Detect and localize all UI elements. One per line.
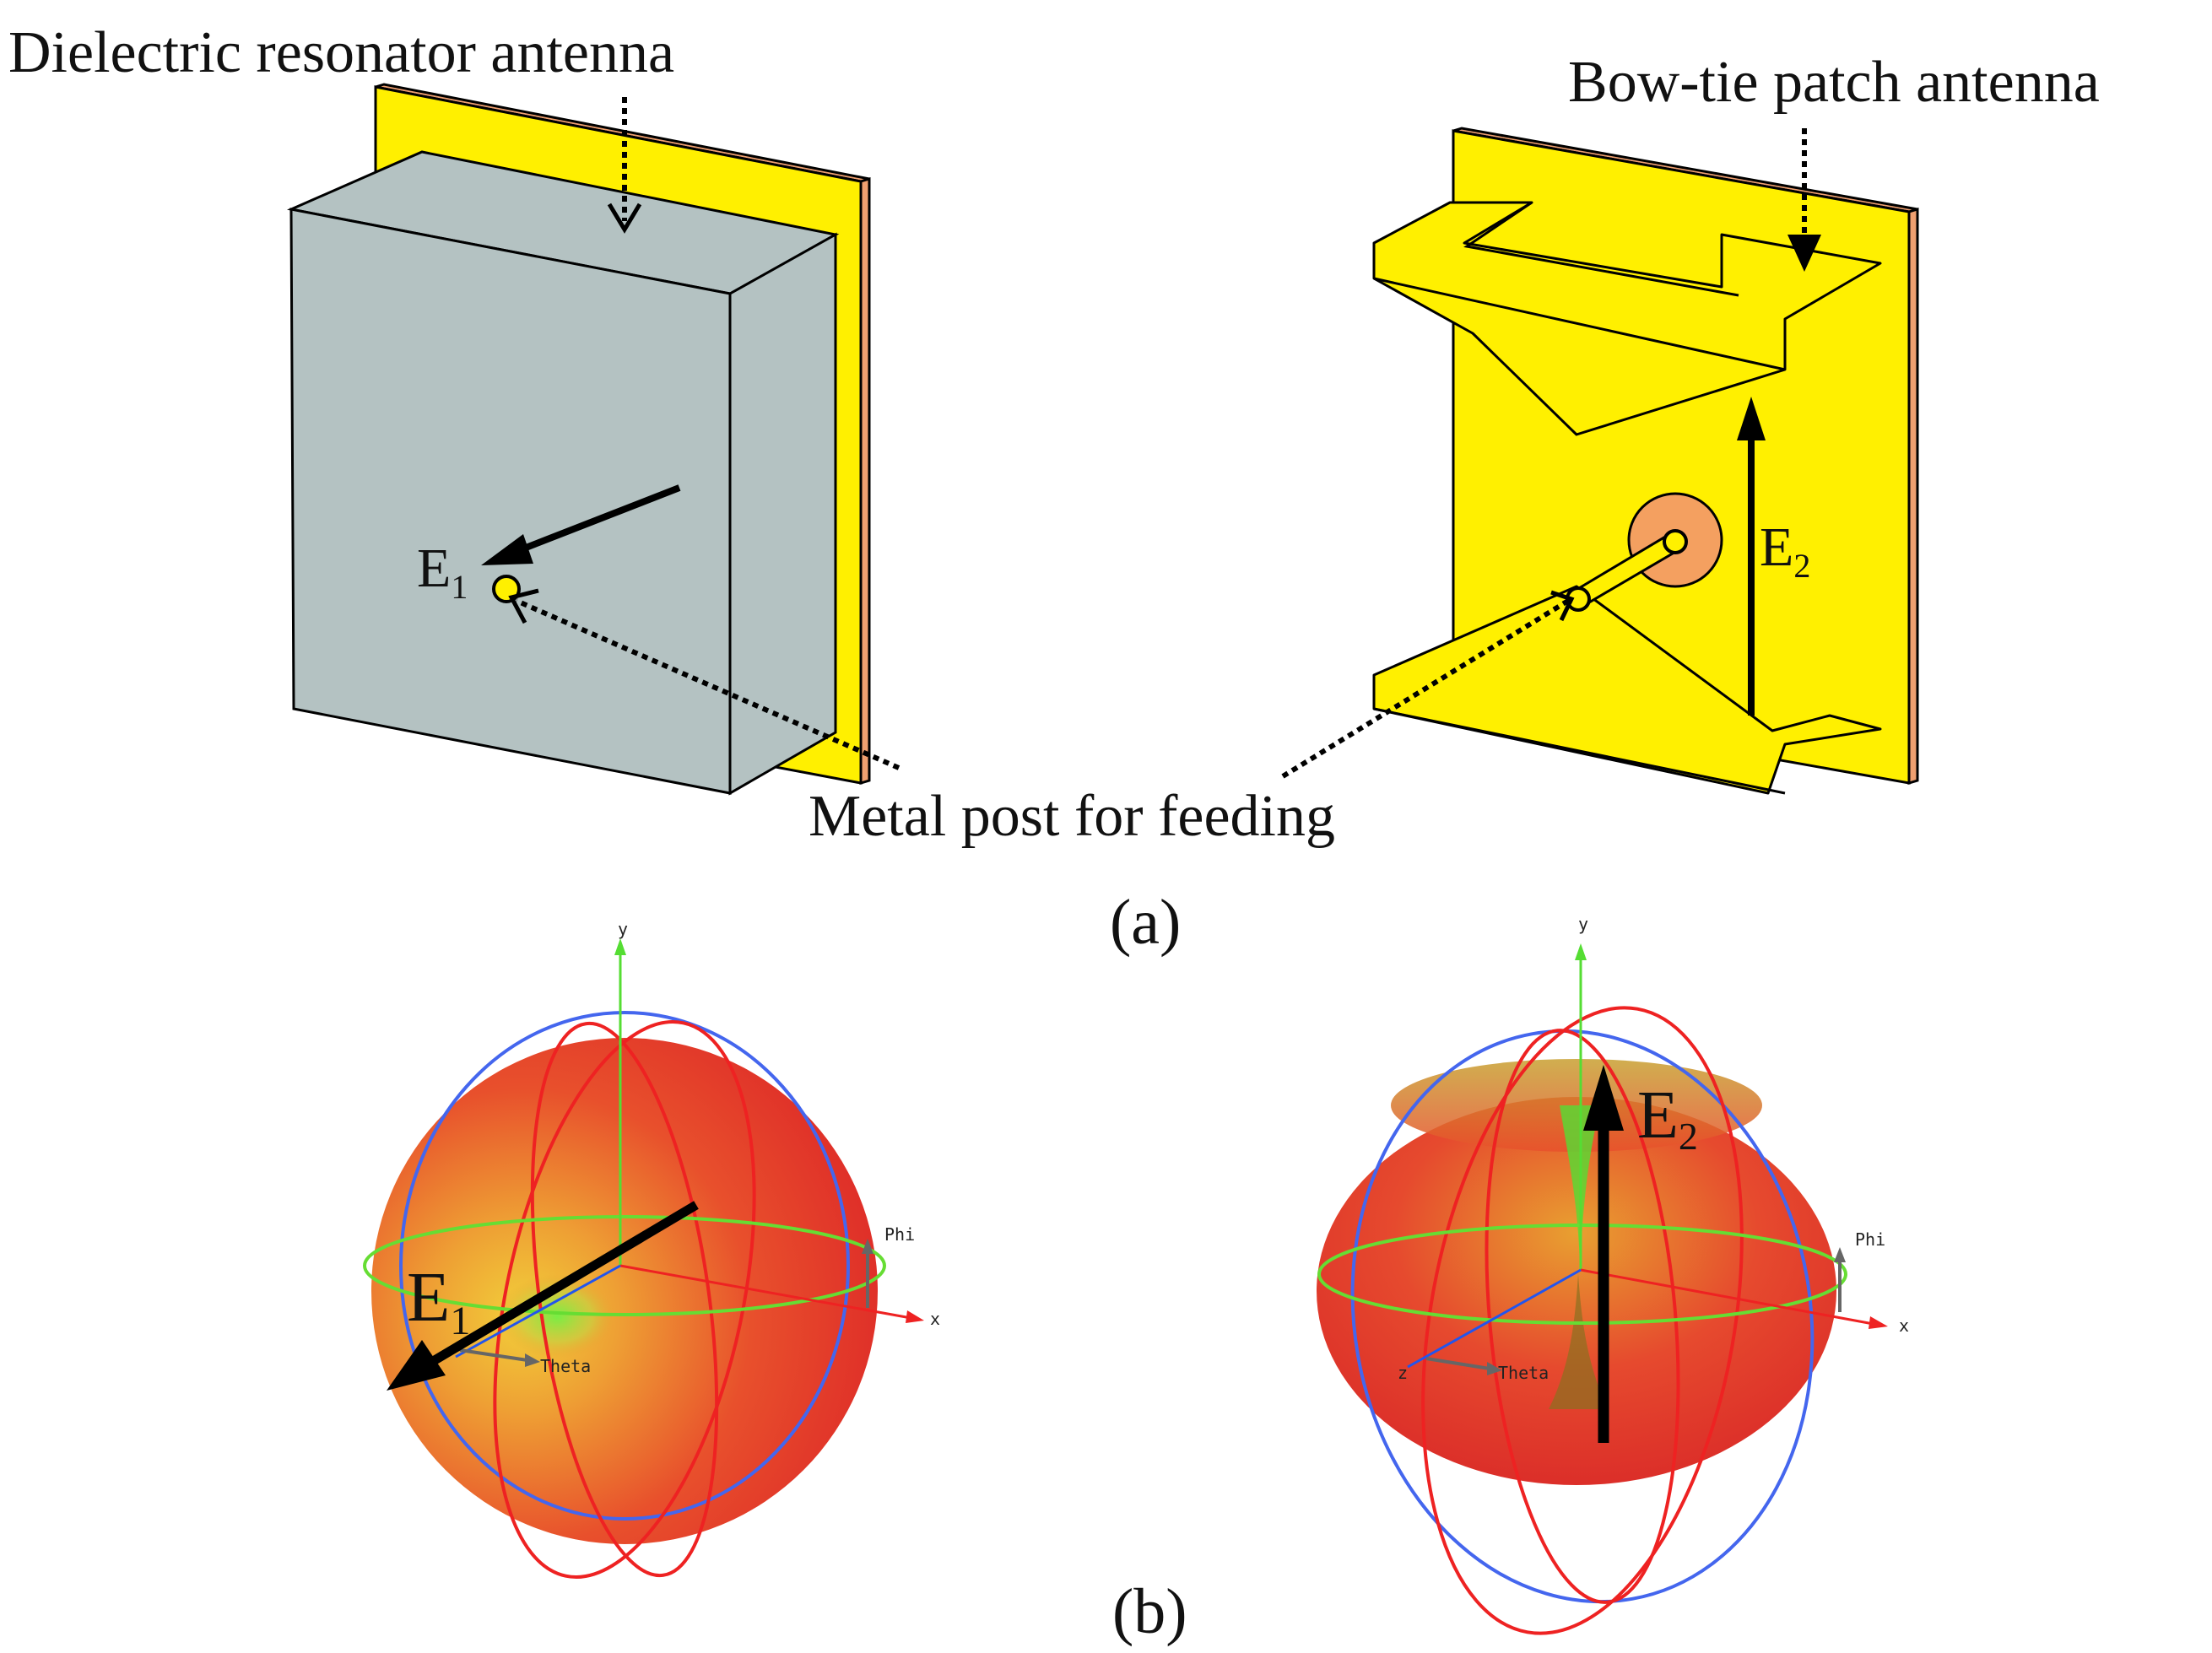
dra-model (286, 83, 900, 796)
post-pointer-right-head (1550, 590, 1575, 622)
bowtie-label: Bow-tie patch antenna (1568, 50, 2100, 115)
e1-label: E1 (417, 537, 468, 606)
pattern-e2-label: E2 (1637, 1078, 1698, 1158)
dra-block-side (728, 232, 837, 796)
dra-pointer-head (607, 203, 642, 234)
bowtie-feed-post (1663, 529, 1688, 554)
post-pointer-right (1281, 598, 1570, 779)
bowtie-axis-x (1580, 1268, 1879, 1326)
pattern-e1-label-base: E (407, 1258, 450, 1337)
bowtie-pointer-head (1787, 235, 1821, 272)
dra-theta-head (525, 1353, 540, 1367)
dra-axis-y-label: y (618, 919, 628, 939)
e2-label-base: E (1760, 516, 1793, 578)
dra-pattern-e1-arrow (428, 1201, 699, 1367)
bowtie-lower-edge (1373, 707, 1786, 795)
e2-arrowhead (1737, 397, 1766, 440)
bowtie-circle-blue (1350, 1029, 1814, 1604)
dra-pattern-core (498, 1274, 616, 1359)
dra-pattern (363, 938, 924, 1579)
caption-b: (b) (1112, 1576, 1187, 1647)
dra-phi-label: Phi (884, 1224, 915, 1245)
e1-label-base: E (417, 537, 451, 599)
dra-phi-head (862, 1239, 873, 1254)
bowtie-theta-label: Theta (1498, 1363, 1549, 1383)
pattern-e1-label: E1 (407, 1258, 470, 1343)
e1-label-sub: 1 (451, 568, 468, 606)
bowtie-pattern-e2-head (1583, 1065, 1624, 1131)
bowtie-circle-red-2 (1485, 1029, 1680, 1604)
dra-circle-green (363, 1215, 886, 1316)
pattern-e2-label-base: E (1637, 1078, 1679, 1153)
dra-axis-x-label: x (930, 1309, 940, 1329)
bowtie-phi-label: Phi (1855, 1229, 1885, 1250)
e2-label-sub: 2 (1793, 547, 1810, 585)
bowtie-axis-y-label: y (1578, 914, 1588, 934)
dra-circle-red-1 (493, 1020, 756, 1579)
post-pointer-left-head (508, 588, 539, 624)
caption-a: (a) (1110, 887, 1181, 958)
bowtie-axis-y-head (1575, 943, 1587, 960)
e2-label: E2 (1760, 516, 1810, 585)
bowtie-pattern-torus (1317, 1097, 1836, 1485)
dra-axis-x-head (906, 1310, 924, 1323)
dra-axis-y-head (614, 938, 626, 955)
dra-pattern-e1-head (387, 1340, 446, 1391)
bowtie-pattern (1317, 943, 1888, 1635)
dra-theta-arrow (459, 1348, 528, 1362)
bowtie-phi-head (1834, 1247, 1846, 1262)
bowtie-circle-red-1 (1421, 1006, 1744, 1635)
post-pointer-left (515, 598, 900, 770)
bowtie-pattern-null-bottom (1549, 1274, 1608, 1409)
bowtie-model (1281, 127, 1919, 795)
bowtie-axis-x-label: x (1899, 1315, 1909, 1336)
pattern-e2-label-sub: 2 (1679, 1115, 1698, 1158)
dra-circle-blue (399, 1011, 850, 1521)
bowtie-upper-edge (1373, 277, 1786, 371)
e1-arrowhead (481, 534, 533, 565)
metal-post-label: Metal post for feeding (809, 784, 1335, 849)
dra-label: Dielectric resonator antenna (8, 20, 674, 85)
bowtie-theta-head (1487, 1362, 1502, 1375)
bowtie-theta-arrow (1425, 1357, 1490, 1370)
bowtie-axis-x-head (1869, 1316, 1888, 1329)
bowtie-upper-slot (1463, 201, 1739, 297)
pattern-e1-label-sub: 1 (450, 1299, 470, 1343)
dra-axis-z (455, 1264, 621, 1359)
dra-axis-x (619, 1264, 917, 1321)
dra-theta-label: Theta (540, 1356, 591, 1376)
bowtie-axis-z-label: z (1398, 1363, 1408, 1383)
e1-arrow (500, 484, 681, 560)
dra-pattern-sphere (371, 1038, 878, 1544)
bowtie-circle-green (1317, 1224, 1847, 1325)
dra-block-front (289, 208, 732, 795)
bowtie-axis-z (1407, 1268, 1582, 1369)
